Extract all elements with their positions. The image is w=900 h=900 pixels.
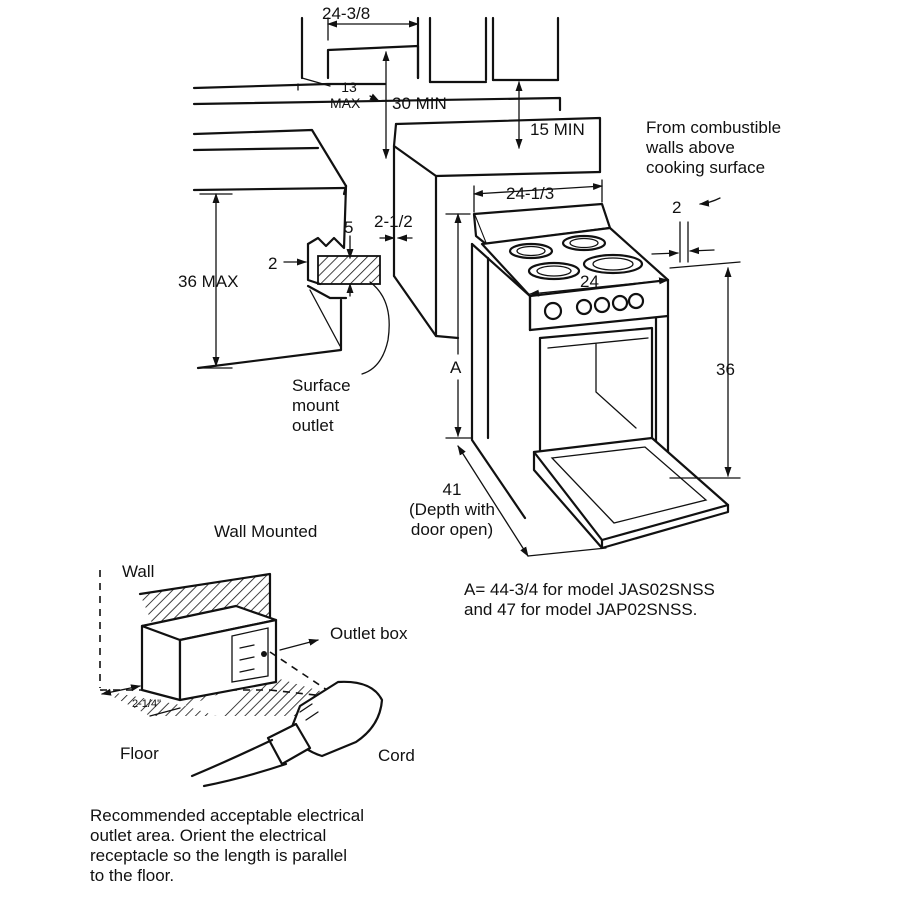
cord-label: Cord xyxy=(378,746,415,765)
hood-width-label: 24-3/8 xyxy=(322,4,371,23)
outlet-leader xyxy=(361,281,390,375)
range-hood xyxy=(192,44,562,112)
oven-door-open xyxy=(532,436,730,550)
caption-text: Recommended acceptable electrical outlet… xyxy=(90,806,365,885)
side-clearance-2: 2 xyxy=(672,198,682,217)
outlet-box-label: Outlet box xyxy=(330,624,408,643)
power-cord-plug xyxy=(190,680,384,788)
surface-mount-outlet-box xyxy=(317,255,381,285)
cutout-5-label: 5 xyxy=(344,218,354,237)
inset-title: Wall Mounted xyxy=(214,522,318,541)
dimension-a-label: A xyxy=(450,358,462,377)
inset-wall-mounted-outlet xyxy=(99,570,361,717)
width-24-label: 24 xyxy=(580,272,599,291)
combustible-note: From combustible walls above cooking sur… xyxy=(646,118,782,177)
min-15-label: 15 MIN xyxy=(530,120,585,139)
width-24-1-3-label: 24-1/3 xyxy=(506,184,555,203)
hood-gap-value: 13 xyxy=(341,79,357,95)
control-knobs xyxy=(543,292,645,321)
left-base-cabinet xyxy=(196,184,348,370)
dimension-lines xyxy=(199,17,741,557)
dim-2-1-4-label: 2-1/4" xyxy=(132,698,161,710)
outlet-2-label: 2 xyxy=(268,254,278,273)
floor-label: Floor xyxy=(120,744,159,763)
back-counter xyxy=(392,116,602,340)
height-36-label: 36 xyxy=(716,360,735,379)
min-30-label: 30 MIN xyxy=(392,94,447,113)
wall-label: Wall xyxy=(122,562,155,581)
hood-gap-max: MAX xyxy=(330,95,361,111)
model-a-note: A= 44-3/4 for model JAS02SNSS and 47 for… xyxy=(464,580,715,619)
cutout-2-1-2-label: 2-1/2 xyxy=(374,212,413,231)
left-countertop xyxy=(192,128,348,196)
oven-cavity xyxy=(538,326,654,452)
depth-41-label: 41 (Depth with door open) xyxy=(409,480,495,539)
surface-burners xyxy=(508,234,644,281)
max-36-label: 36 MAX xyxy=(178,272,239,291)
surface-mount-outlet-label: Surface mount outlet xyxy=(292,376,351,435)
